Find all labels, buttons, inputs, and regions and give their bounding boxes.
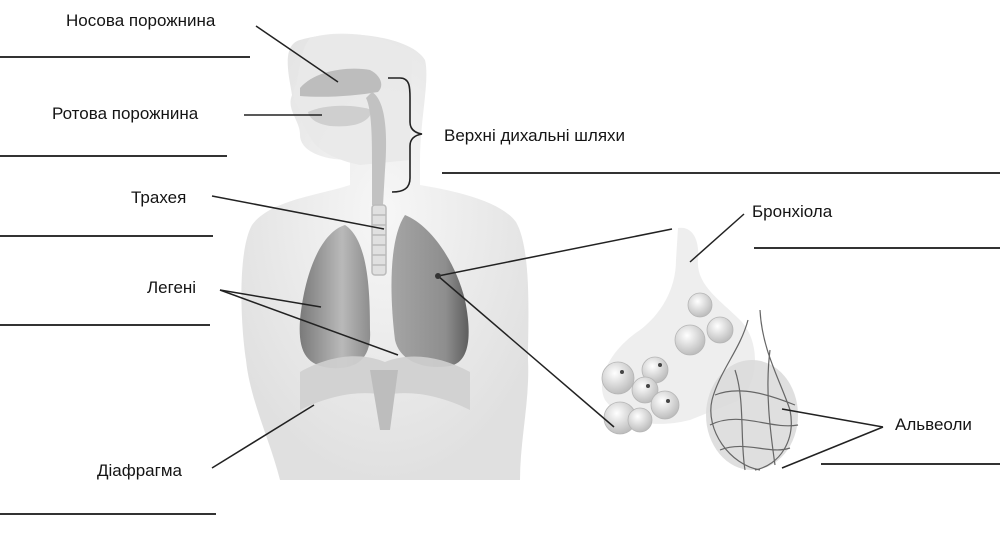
- label-oral-cavity: Ротова порожнина: [52, 104, 199, 123]
- label-alveoli: Альвеоли: [895, 415, 972, 434]
- upper-airways-bracket: [388, 77, 423, 193]
- label-lungs: Легені: [147, 278, 197, 297]
- right-lung-shape: [391, 215, 469, 367]
- label-upper-airways: Верхні дихальні шляхи: [444, 126, 626, 145]
- alveoli-cluster: [601, 227, 799, 471]
- leader-lines: [211, 25, 884, 469]
- answer-line-oral-cavity[interactable]: [0, 155, 227, 157]
- torso-figure: [241, 33, 529, 480]
- answer-line-trachea[interactable]: [0, 235, 213, 237]
- label-trachea: Трахея: [131, 188, 187, 207]
- label-bronchiole: Бронхіола: [752, 202, 833, 221]
- nasal-cavity-shape: [300, 68, 382, 97]
- oral-cavity-shape: [308, 105, 372, 127]
- answer-line-bronchiole[interactable]: [754, 247, 1000, 249]
- label-diaphragm: Діафрагма: [97, 461, 182, 480]
- left-lung-shape: [299, 225, 371, 369]
- answer-line-alveoli[interactable]: [821, 463, 1000, 465]
- answer-line-nasal-cavity[interactable]: [0, 56, 250, 58]
- answer-line-lungs[interactable]: [0, 324, 210, 326]
- bronchiole-pointer-dot: [435, 273, 441, 279]
- label-nasal-cavity: Носова порожнина: [66, 11, 216, 30]
- answer-line-upper-airways[interactable]: [442, 172, 1000, 174]
- answer-line-diaphragm[interactable]: [0, 513, 216, 515]
